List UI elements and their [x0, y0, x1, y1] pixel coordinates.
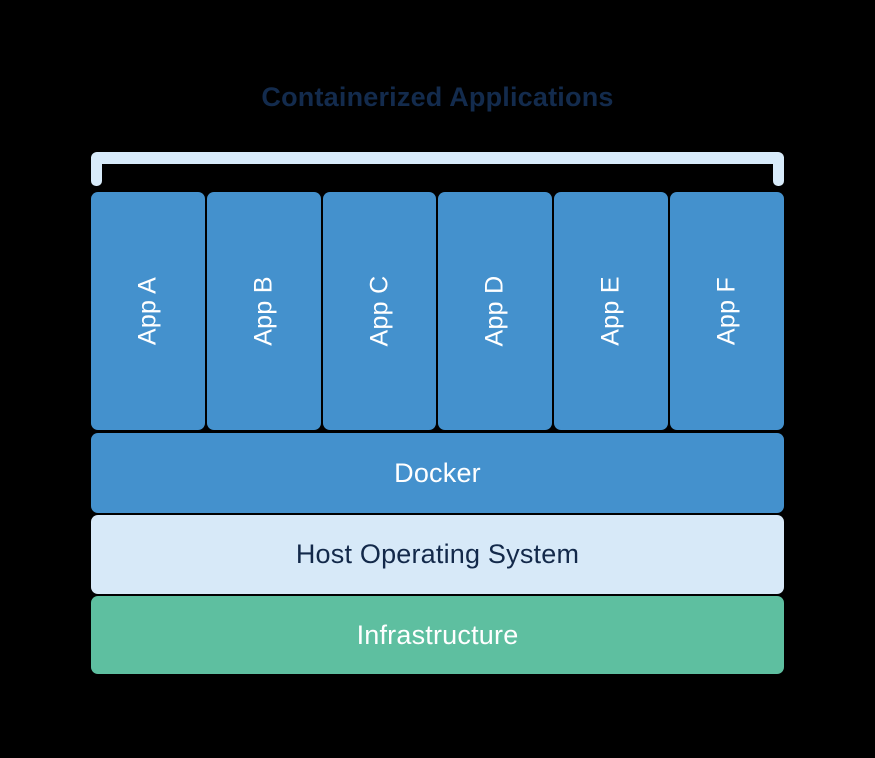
app-container-d[interactable]: App D [438, 192, 553, 430]
bracket-leg-left [91, 154, 102, 186]
app-container-label: App B [249, 276, 278, 346]
app-container-label: App C [365, 275, 394, 347]
app-container-label: App D [480, 275, 509, 347]
app-container-label: App F [712, 276, 741, 346]
bracket-top-bar [91, 152, 784, 164]
app-container-e[interactable]: App E [554, 192, 669, 430]
app-container-label: App A [133, 276, 162, 346]
layer-infrastructure[interactable]: Infrastructure [91, 596, 784, 674]
bracket-leg-right [773, 154, 784, 186]
page-title: Containerized Applications [261, 82, 614, 112]
layer-host-operating-system[interactable]: Host Operating System [91, 515, 784, 594]
application-container-row: App A App B App C App D App E App F [91, 192, 784, 430]
grouping-bracket [91, 152, 784, 186]
app-container-c[interactable]: App C [322, 192, 437, 430]
app-container-label: App E [596, 276, 625, 346]
app-container-a[interactable]: App A [91, 192, 205, 430]
app-container-b[interactable]: App B [206, 192, 321, 430]
app-container-f[interactable]: App F [670, 192, 784, 430]
layer-docker[interactable]: Docker [91, 433, 784, 513]
